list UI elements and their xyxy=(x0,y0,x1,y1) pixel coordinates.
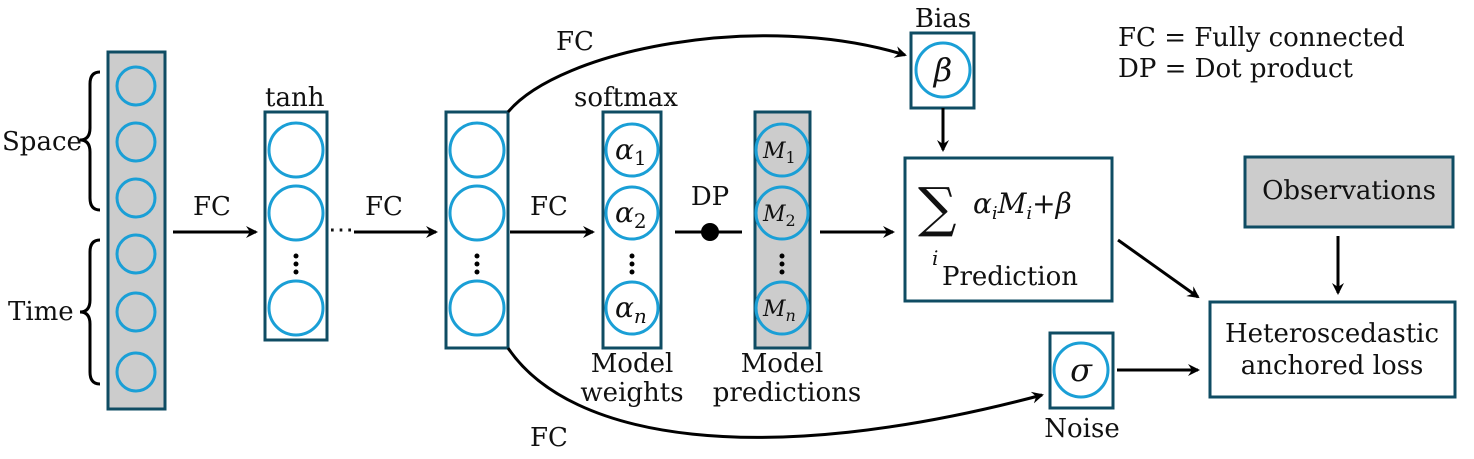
dp-label: DP xyxy=(691,182,729,212)
prediction-box: ∑ i αiMi+β Prediction xyxy=(903,156,1114,303)
weights-caption-2: weights xyxy=(580,378,683,408)
weights-layer: α1 α2 αn xyxy=(601,110,663,350)
hidden-layer-1 xyxy=(263,110,329,342)
ellipsis: ⋯ xyxy=(328,215,354,245)
vdots xyxy=(293,269,299,275)
fc1-label: FC xyxy=(193,192,231,222)
mn-node xyxy=(754,280,810,336)
alpha2-symbol: α2 xyxy=(615,196,647,233)
vdots xyxy=(629,253,635,259)
alpha2-node xyxy=(604,185,660,241)
tanh-label: tanh xyxy=(265,83,325,113)
vdots xyxy=(474,253,480,259)
vdots xyxy=(629,261,635,267)
loss-line-1: Heteroscedastic xyxy=(1225,319,1439,349)
prediction-label: Prediction xyxy=(942,262,1078,292)
softmax-label: softmax xyxy=(574,83,678,113)
vdots xyxy=(629,269,635,275)
fc-bias-label: FC xyxy=(556,27,594,57)
hidden2-node xyxy=(448,121,506,179)
prediction-formula: αiMi+β xyxy=(973,187,1072,224)
sigma-node xyxy=(1052,341,1110,399)
vdots xyxy=(474,261,480,267)
hidden1-node xyxy=(267,121,325,179)
weights-caption-1: Model xyxy=(591,349,674,379)
m2-node xyxy=(754,185,810,241)
vdots xyxy=(779,253,785,259)
space-label: Space xyxy=(2,127,82,157)
hidden-layer-2 xyxy=(444,110,510,350)
observations-label: Observations xyxy=(1262,176,1436,206)
m2-symbol: M2 xyxy=(762,202,796,230)
loss-line-2: anchored loss xyxy=(1241,351,1424,381)
m1-symbol: M1 xyxy=(762,139,796,167)
hidden2-node xyxy=(448,184,506,242)
hidden1-node xyxy=(267,279,325,337)
beta-symbol: β xyxy=(933,51,953,89)
input-node xyxy=(115,121,157,163)
time-brace xyxy=(79,238,101,386)
legend-fc: FC = Fully connected xyxy=(1118,23,1405,53)
arrow-prediction-loss xyxy=(1117,238,1200,299)
hidden1-node xyxy=(267,184,325,242)
noise-label: Noise xyxy=(1044,414,1119,444)
dp-dot xyxy=(701,223,719,241)
observations-box: Observations xyxy=(1243,155,1455,229)
bias-box: β xyxy=(909,31,976,110)
alpha1-symbol: α1 xyxy=(615,133,647,170)
bias-label: Bias xyxy=(915,4,971,34)
vdots xyxy=(779,269,785,275)
fc-noise-label: FC xyxy=(530,423,568,453)
hidden2-node xyxy=(448,279,506,337)
noise-box: σ xyxy=(1048,331,1115,410)
sum-symbol: ∑ xyxy=(918,176,957,239)
alphan-node xyxy=(604,280,660,336)
vdots xyxy=(293,261,299,267)
input-layer xyxy=(106,50,167,411)
m1-node xyxy=(754,122,810,178)
sigma-symbol: σ xyxy=(1070,351,1093,389)
arrow-fc-bias xyxy=(506,34,907,113)
input-node xyxy=(115,291,157,333)
time-label: Time xyxy=(8,297,74,327)
alpha1-node xyxy=(604,122,660,178)
input-node xyxy=(115,177,157,219)
space-brace xyxy=(79,70,101,212)
fc3-label: FC xyxy=(530,192,568,222)
vdots xyxy=(779,261,785,267)
predictions-layer: M1 M2 Mn xyxy=(753,110,812,350)
beta-node xyxy=(914,41,972,99)
alphan-symbol: αn xyxy=(615,291,647,328)
fc2-label: FC xyxy=(365,192,403,222)
legend-dp: DP = Dot product xyxy=(1118,54,1354,84)
loss-box: Heteroscedastic anchored loss xyxy=(1208,300,1457,399)
arrow-fc-noise xyxy=(506,347,1044,439)
sum-index: i xyxy=(932,246,938,270)
vdots xyxy=(293,253,299,259)
input-node xyxy=(115,233,157,275)
mn-symbol: Mn xyxy=(762,297,796,325)
vdots xyxy=(474,269,480,275)
predictions-caption-2: predictions xyxy=(713,378,861,408)
input-node xyxy=(115,351,157,393)
input-node xyxy=(115,65,157,107)
predictions-caption-1: Model xyxy=(741,349,824,379)
